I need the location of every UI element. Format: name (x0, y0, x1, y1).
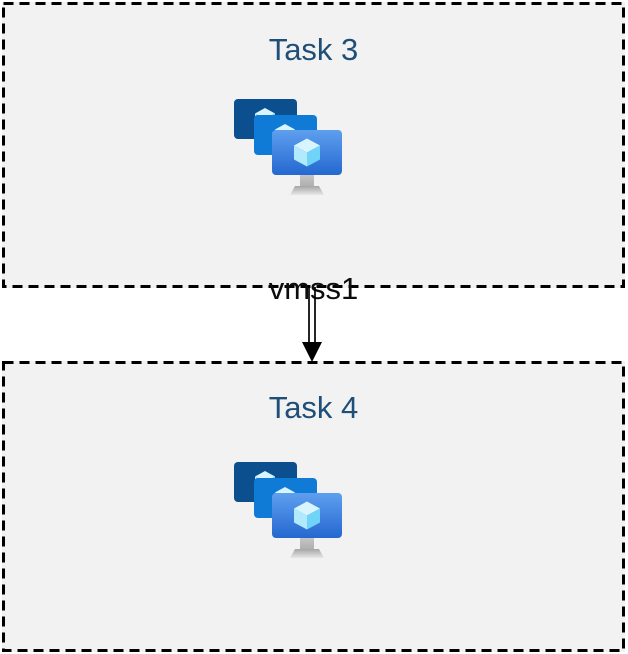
task4-box: Task 4 Custom auto scale rules (2, 361, 625, 654)
down-arrow-connector (302, 287, 322, 362)
vm-scale-sets-icon (234, 462, 342, 558)
autoscale-rules-label: Custom auto scale rules (2, 648, 625, 654)
task3-title: Task 3 (268, 32, 359, 67)
task3-box: Task 3 vmss1 Zone 1, 2, 3 (2, 2, 625, 420)
task4-title: Task 4 (268, 390, 359, 425)
task4-labels: Custom auto scale rules (2, 572, 625, 654)
vm-scale-sets-icon (234, 99, 342, 195)
vmss-name-label: vmss1 (268, 271, 359, 306)
